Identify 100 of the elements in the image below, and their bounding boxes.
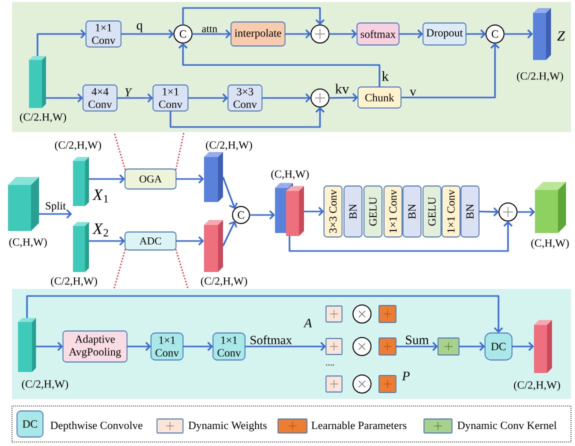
layer-box: DC [484, 332, 512, 360]
weight-tile [326, 306, 342, 322]
edge-label: Softmax [250, 335, 292, 344]
size-label: (C/2,H,W) [206, 141, 252, 151]
sum-circle [310, 88, 330, 108]
arrow [478, 207, 499, 216]
layer-box: Dropout [422, 22, 466, 46]
size-label: (C/2,H,W) [22, 380, 68, 390]
layer-box: softmax [356, 22, 400, 46]
arrow [459, 342, 485, 352]
arrow [170, 107, 325, 128]
arrow [329, 29, 357, 39]
arrow [176, 236, 204, 246]
dotted-line [113, 131, 126, 170]
size-label: (C/2.H,W) [20, 113, 66, 123]
arrow [396, 342, 438, 352]
layer-box: 4×4 Conv [82, 84, 118, 112]
edge-label: v [410, 90, 416, 96]
layer-box: 1×1 Conv [212, 332, 246, 360]
arrow [517, 207, 535, 217]
symbol-label: A [303, 318, 312, 328]
arrow [183, 342, 213, 352]
arrow [36, 29, 86, 56]
arrow [89, 236, 125, 246]
size-label: (C/2,H,W) [200, 277, 248, 287]
arrow [512, 342, 534, 352]
feature-map [275, 183, 304, 236]
arrow [304, 206, 324, 216]
feature-map [204, 220, 223, 272]
legend-text: Learnable Parameters [312, 421, 406, 430]
layer-box: 1×1 Conv [384, 186, 402, 238]
feature-map [534, 320, 552, 373]
arrow [401, 43, 500, 98]
layer-box: Chunk [358, 86, 402, 108]
tensor-name: X$_{2}$ [92, 223, 108, 237]
edge-label: attn [202, 26, 218, 32]
layer-box: GELU [364, 186, 382, 238]
arrow [466, 29, 486, 39]
arrow [250, 210, 275, 220]
arrow [188, 93, 228, 103]
multiply-circle [352, 304, 372, 324]
layer-box: 3×3 Conv [228, 84, 262, 112]
symbol-label: P [402, 372, 410, 380]
layer-box: GELU [422, 186, 442, 238]
size-label: (C/2,H,W) [514, 381, 560, 391]
legend-text: Depthwise Convolve [50, 421, 142, 432]
layer-box: 1×1 Conv [152, 84, 188, 112]
arrow [399, 29, 423, 39]
multiply-circle [352, 337, 372, 356]
layer-box: Adaptive AvgPooling [62, 330, 128, 362]
layer-box: 1×1 Conv [150, 332, 184, 360]
dotted-line [113, 249, 126, 290]
feature-map [8, 177, 39, 231]
arrow [121, 29, 174, 39]
arrow [192, 29, 231, 39]
arrow [178, 43, 380, 87]
sum-circle [498, 202, 518, 222]
layer-box: 1×1 Conv [442, 186, 460, 238]
size-label: (C,H,W) [271, 170, 309, 180]
arrow [176, 174, 204, 184]
arrow [285, 29, 311, 39]
feature-map [73, 157, 89, 206]
layer-box: BN [460, 186, 480, 238]
layer-box: 3×3 Conv [324, 186, 342, 238]
dotted-line [175, 131, 185, 170]
edge-label: kv [335, 84, 350, 94]
multiply-circle [352, 374, 372, 394]
parameter-tile [378, 338, 396, 356]
weight-tile [326, 376, 342, 392]
arrow [26, 295, 504, 333]
edge-label: Split [46, 202, 66, 212]
feature-map [18, 318, 36, 372]
legend-text: Dynamic Weights [188, 421, 267, 432]
arrow [328, 93, 358, 102]
arrow [288, 221, 513, 252]
feature-map [204, 152, 223, 202]
arrow [222, 221, 238, 246]
arrow [504, 29, 533, 39]
feature-map [535, 182, 566, 233]
layer-box: OGA [124, 168, 176, 190]
legend-text: Dynamic Conv Kernel [458, 421, 557, 432]
sum-circle [310, 24, 330, 44]
arrow [262, 93, 311, 103]
kernel-tile [438, 338, 460, 356]
arrow [245, 342, 326, 352]
dotted-line [175, 249, 189, 290]
parameter-tile [378, 375, 396, 393]
edge-label: Sum [406, 336, 429, 344]
parameter-tile [378, 305, 396, 323]
size-label: (C,H,W) [9, 238, 47, 248]
weight-tile [326, 338, 342, 355]
layer-box: ADC [124, 232, 176, 250]
tensor-name: X$_{1}$ [92, 189, 108, 203]
arrow [182, 7, 325, 25]
feature-map [73, 222, 89, 272]
layer-box: BN [402, 186, 422, 238]
arrow [117, 93, 153, 103]
edge-label: q [136, 23, 143, 32]
edge-label: Y [125, 88, 132, 96]
size-label: (C/2,H,W) [50, 277, 98, 287]
